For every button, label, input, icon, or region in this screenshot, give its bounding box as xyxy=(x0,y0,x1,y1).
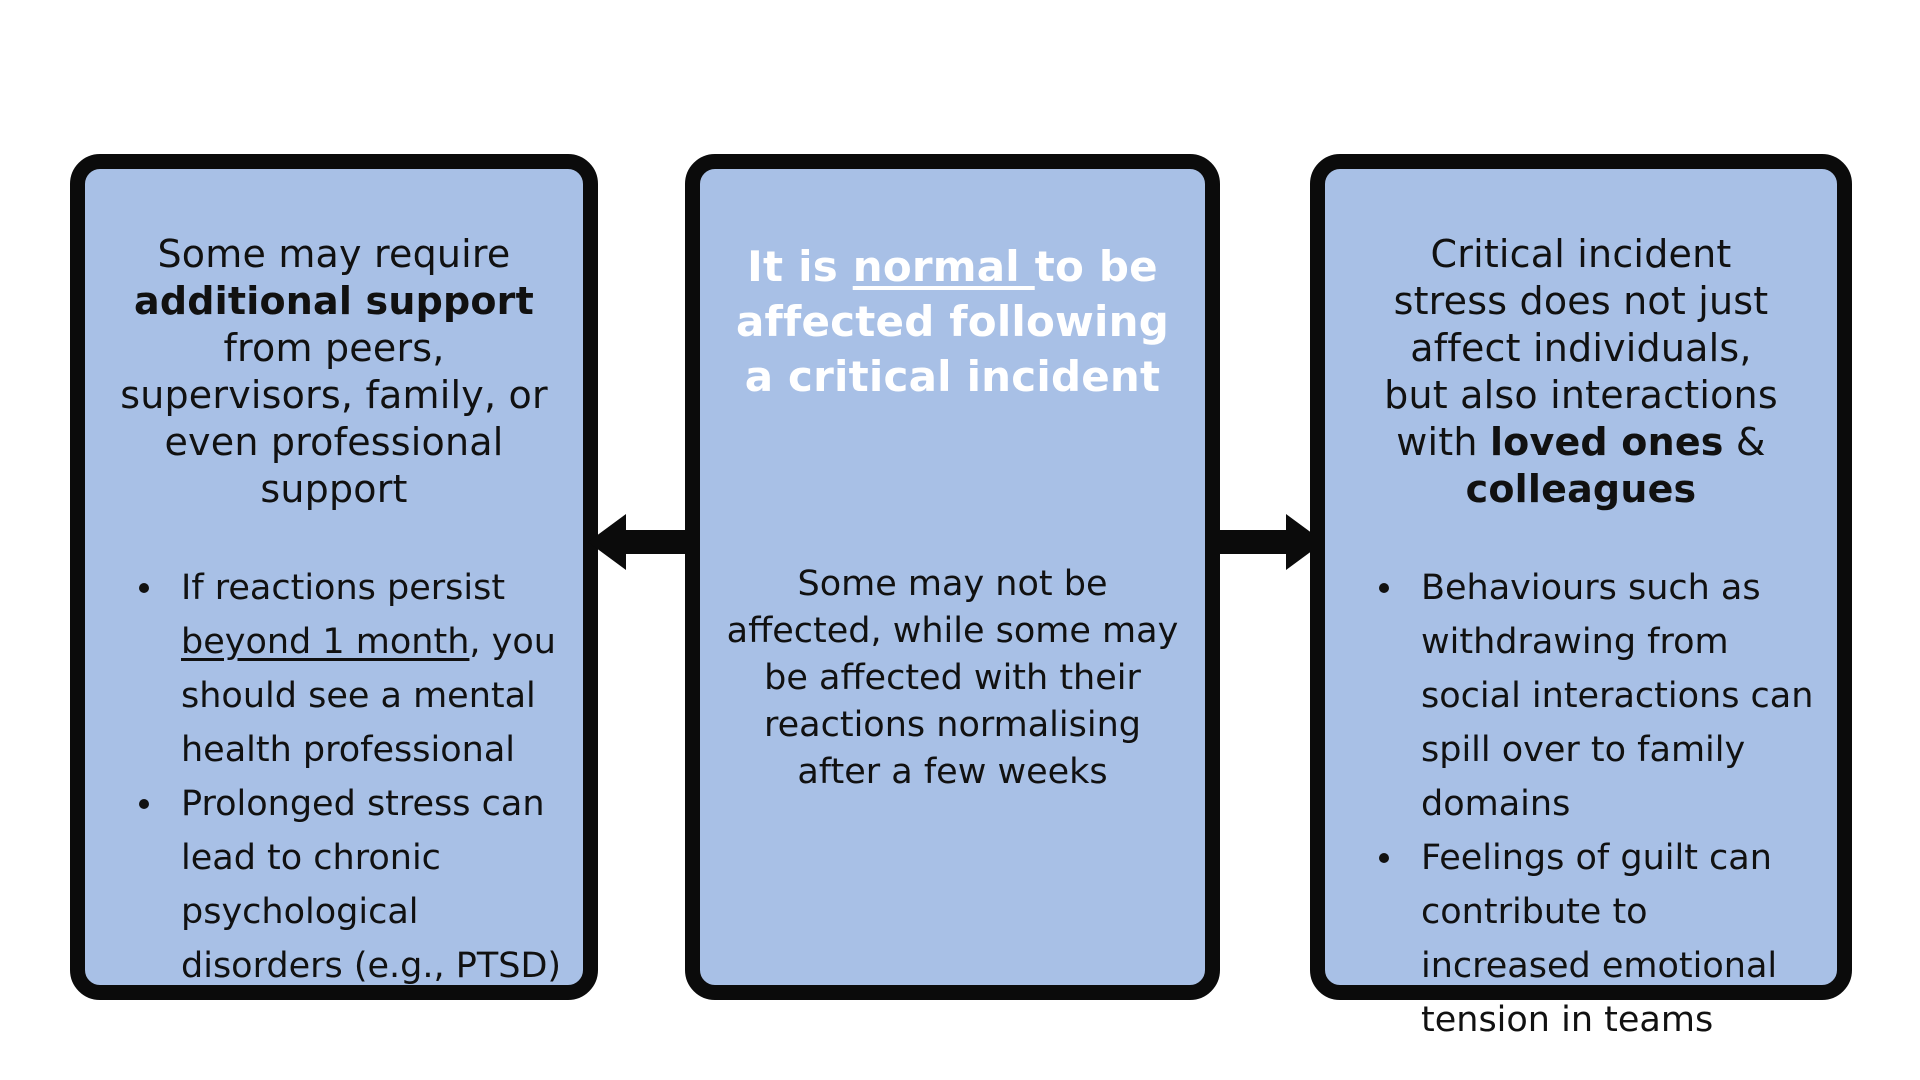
center-heading-text: It is xyxy=(747,242,853,291)
arrow-left-icon xyxy=(588,514,700,570)
center-heading-line: affected following xyxy=(735,297,1170,346)
right-heading-line: stress does not just xyxy=(1393,279,1769,323)
right-heading-emphasis: loved ones xyxy=(1489,420,1724,464)
center-heading-line: a critical incident xyxy=(744,352,1161,401)
right-panel-heading: Critical incident stress does not just a… xyxy=(1339,231,1823,513)
left-heading-line: Some may require xyxy=(157,232,511,276)
right-heading-text: with xyxy=(1396,420,1490,464)
right-bullet-item: Feelings of guilt can contribute to incr… xyxy=(1379,831,1823,1047)
left-bullet-text: Prolonged stress can lead to chronic psy… xyxy=(181,784,562,986)
right-heading-text: & xyxy=(1723,420,1766,464)
arrow-right-icon xyxy=(1212,514,1324,570)
center-panel: It is normal to be affected following a … xyxy=(685,154,1220,1000)
left-bullet-item: If reactions persist beyond 1 month, you… xyxy=(139,561,569,777)
left-bullet-list: If reactions persist beyond 1 month, you… xyxy=(105,561,569,993)
left-heading-line: supervisors, family, or xyxy=(120,373,548,417)
right-bullet-item: Behaviours such as withdrawing from soci… xyxy=(1379,561,1823,831)
left-bullet-item: Prolonged stress can lead to chronic psy… xyxy=(139,777,569,993)
right-heading-line: Critical incident xyxy=(1430,232,1732,276)
right-heading-line: but also interactions xyxy=(1384,373,1778,417)
right-heading-line: affect individuals, xyxy=(1410,326,1752,370)
right-bullet-list: Behaviours such as withdrawing from soci… xyxy=(1345,561,1823,1047)
center-heading-text: to be xyxy=(1034,242,1158,291)
left-bullet-text: If reactions persist xyxy=(181,568,506,608)
left-heading-line: even professional xyxy=(164,420,504,464)
right-panel: Critical incident stress does not just a… xyxy=(1310,154,1852,1040)
left-bullet-underlined-text: beyond 1 month xyxy=(181,622,470,662)
center-heading-underlined-text: normal xyxy=(852,242,1035,291)
left-heading-emphasis: additional support xyxy=(133,279,534,323)
center-panel-heading: It is normal to be affected following a … xyxy=(714,239,1191,404)
right-heading-emphasis: colleagues xyxy=(1465,467,1697,511)
left-panel-heading: Some may require additional support from… xyxy=(99,231,569,513)
left-bullet-text: , you should see a mental health profess… xyxy=(181,622,556,770)
right-bullet-text: Behaviours such as withdrawing from soci… xyxy=(1421,568,1814,824)
left-heading-line: support xyxy=(260,467,408,511)
left-heading-line: from peers, xyxy=(223,326,445,370)
center-panel-body: Some may not be affected, while some may… xyxy=(726,564,1179,792)
left-panel: Some may require additional support from… xyxy=(70,154,598,1000)
right-bullet-text: Feelings of guilt can contribute to incr… xyxy=(1421,838,1778,1040)
